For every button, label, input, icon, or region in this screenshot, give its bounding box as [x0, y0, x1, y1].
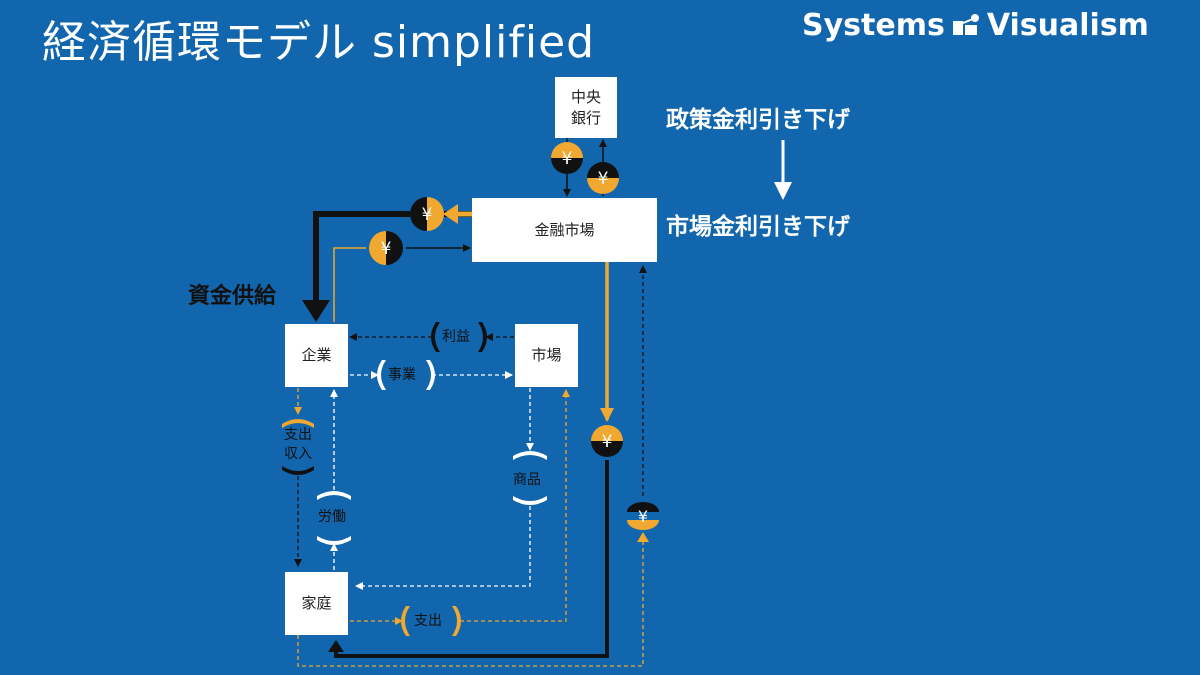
- arrow-yen-orange-head: [443, 204, 458, 224]
- node-household: 家庭: [285, 572, 348, 635]
- svg-text:¥: ¥: [602, 432, 613, 452]
- valve-goods: [513, 451, 547, 505]
- flow-label-goods: 商品: [513, 472, 541, 488]
- valve-profit: [431, 322, 487, 352]
- svg-text:¥: ¥: [562, 149, 573, 169]
- yen-valve-funding: ¥: [410, 197, 444, 231]
- arrow-firm-repay: [333, 247, 366, 322]
- node-central-bank: 中央 銀行: [555, 77, 617, 138]
- flow-label-business: 事業: [388, 367, 416, 383]
- valve-spending: [401, 606, 461, 636]
- svg-text:¥: ¥: [598, 169, 609, 189]
- label-market-rate-cut: 市場金利引き下げ: [666, 214, 850, 240]
- svg-text:¥: ¥: [381, 239, 392, 259]
- yen-valve-household-loan: ¥: [591, 425, 623, 457]
- flow-label-labor: 労働: [318, 509, 346, 525]
- page-title: 経済循環モデル simplified: [42, 17, 596, 68]
- valve-labor: [317, 491, 351, 545]
- yen-valve-repay: ¥: [369, 231, 403, 265]
- arrow-household-head: [328, 640, 344, 652]
- svg-text:¥: ¥: [422, 205, 433, 225]
- arrow-spending-b: [460, 389, 570, 622]
- flow-label-expense-income: 支出 収入: [284, 427, 312, 462]
- flow-label-profit: 利益: [442, 329, 470, 345]
- valve-business: [377, 360, 435, 390]
- label-policy-rate-cut: 政策金利引き下げ: [666, 107, 850, 133]
- brand-right: Visualism: [986, 8, 1149, 43]
- arrow-household-savings: [297, 540, 644, 667]
- brand-mark-icon: [951, 11, 981, 41]
- brand-left: Systems: [802, 8, 945, 43]
- yen-valve-savings: ¥: [627, 502, 659, 530]
- label-funding-supply: 資金供給: [188, 284, 277, 309]
- node-market: 市場: [515, 324, 578, 387]
- node-financial-market: 金融市場: [472, 198, 657, 262]
- valve-expense-income: [282, 419, 314, 475]
- node-firm: 企業: [285, 324, 348, 387]
- svg-text:¥: ¥: [638, 507, 648, 526]
- flow-label-spending: 支出: [414, 613, 442, 629]
- brand-logo: Systems Visualism: [802, 8, 1149, 43]
- arrow-funding-supply-head: [302, 300, 330, 322]
- arrow-goods-b: [355, 506, 531, 590]
- yen-valve-central-bank-in: ¥: [587, 162, 619, 194]
- arrow-savings-head-a: [637, 532, 649, 542]
- yen-valve-central-bank-out: ¥: [551, 142, 583, 174]
